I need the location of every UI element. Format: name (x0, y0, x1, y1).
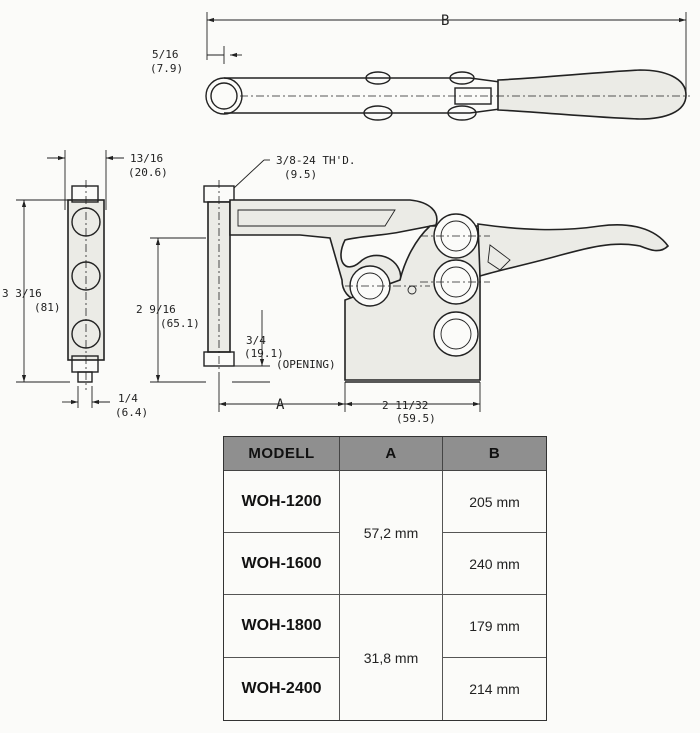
b-value-woh-1800: 179 mm (443, 595, 546, 658)
header-modell: MODELL (224, 437, 340, 471)
b-value-woh-1600: 240 mm (443, 533, 546, 595)
model-woh-2400: WOH-2400 (224, 658, 340, 720)
dim-a-label: A (276, 397, 285, 413)
dim-3-4: 3/4 (246, 334, 266, 347)
model-woh-1600: WOH-1600 (224, 533, 340, 595)
dim-20-6: (20.6) (128, 166, 168, 179)
top-view: B 5/16 (7.9) (150, 12, 690, 121)
opening-label: (OPENING) (276, 358, 336, 371)
dim-6-4: (6.4) (115, 406, 148, 419)
front-view: 3/8-24 TH'D. (9.5) 2 9/16 (65.1) 3/4 (19… (136, 154, 670, 425)
dim-13-16: 13/16 (130, 152, 163, 165)
model-woh-1200: WOH-1200 (224, 471, 340, 533)
dim-2-9-16: 2 9/16 (136, 303, 176, 316)
a-value-group-1: 57,2 mm (340, 471, 443, 595)
dim-19-1: (19.1) (244, 347, 284, 360)
b-value-woh-1200: 205 mm (443, 471, 546, 533)
b-value-woh-2400: 214 mm (469, 681, 520, 697)
thread-label: 3/8-24 TH'D. (276, 154, 355, 167)
model-woh-1800: WOH-1800 (224, 595, 340, 658)
a-value-group-2: 31,8 mm (340, 595, 443, 720)
model-spec-table: MODELL A B WOH-1200 57,2 mm 205 mm WOH-1… (223, 436, 547, 721)
dim-7-9: (7.9) (150, 62, 183, 75)
dim-65-1: (65.1) (160, 317, 200, 330)
dim-3-3-16: 3 3/16 (2, 287, 42, 300)
dim-59-5: (59.5) (396, 412, 436, 425)
end-view: 13/16 (20.6) 3 3/16 (81) 1/4 (6.4) (2, 150, 168, 419)
header-b: B (443, 437, 546, 471)
technical-drawing: B 5/16 (7.9) 13/16 (20.6) (2, 12, 690, 425)
dim-81: (81) (34, 301, 61, 314)
dim-1-4: 1/4 (118, 392, 138, 405)
dim-5-16: 5/16 (152, 48, 179, 61)
dim-b-label: B (441, 13, 449, 29)
thread-mm: (9.5) (284, 168, 317, 181)
header-a: A (340, 437, 443, 471)
dim-2-11-32: 2 11/32 (382, 399, 428, 412)
